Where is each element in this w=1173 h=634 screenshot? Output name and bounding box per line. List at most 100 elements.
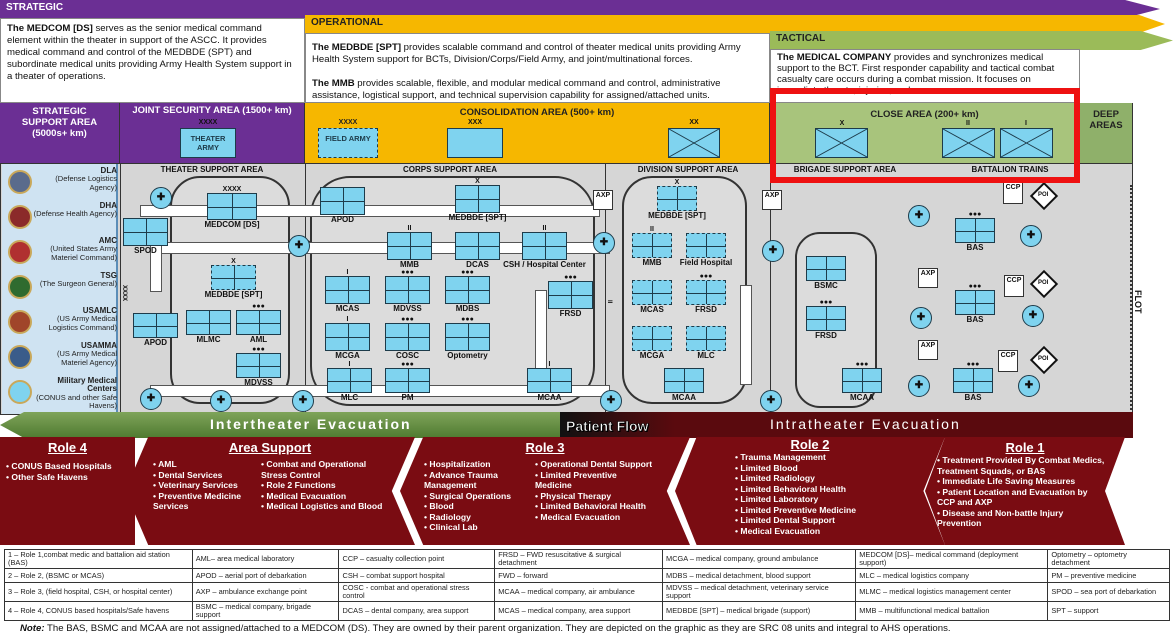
agency-description: (CONUS and other Safe Havens) bbox=[36, 392, 117, 411]
role-item: Trauma Management bbox=[735, 452, 945, 463]
legend-cell: CCP – casualty collection point bbox=[338, 549, 496, 569]
boundary-line bbox=[120, 163, 121, 415]
ambulance-icon: ✚ bbox=[600, 390, 622, 412]
legend-cell: SPOD – sea port of debarkation bbox=[1047, 582, 1170, 602]
unit-echelon: ●●● bbox=[699, 273, 713, 280]
unit-label: Optometry bbox=[447, 351, 488, 360]
role-item: Medical Logistics and Blood bbox=[261, 501, 386, 512]
unit-symbol bbox=[632, 326, 672, 351]
ambulance-icon: ✚ bbox=[908, 375, 930, 397]
role-item: Advance Trauma Management bbox=[424, 470, 529, 491]
operational-text2: provides scalable, flexible, and modular… bbox=[312, 78, 721, 101]
brigade-echelon: X bbox=[839, 120, 845, 127]
role-item: Radiology bbox=[424, 512, 529, 523]
role-item: Limited Behavioral Health bbox=[735, 484, 945, 495]
poi-label: POI bbox=[1038, 356, 1049, 362]
unit-symbol bbox=[186, 310, 231, 335]
legend-row: 4 – Role 4, CONUS based hospitals/Safe h… bbox=[4, 601, 1170, 621]
ambulance-icon: ✚ bbox=[593, 232, 615, 254]
unit-echelon: ●●● bbox=[819, 299, 833, 306]
unit-label: CSH / Hospital Center bbox=[503, 260, 586, 269]
boundary-ii-label: II bbox=[606, 300, 612, 304]
legend-cell: 4 – Role 4, CONUS based hospitals/Safe h… bbox=[4, 601, 193, 621]
agency-entry: AMC(United States Army Materiel Command) bbox=[33, 236, 117, 262]
role-item: Role 2 Functions bbox=[261, 480, 386, 491]
role-item: AML bbox=[153, 459, 253, 470]
unit-label: DCAS bbox=[466, 260, 489, 269]
division-echelon: XX bbox=[689, 119, 699, 126]
unit-echelon: ●●● bbox=[968, 283, 982, 290]
agency-emblem-icon bbox=[8, 240, 32, 264]
agency-name: DHA bbox=[99, 201, 117, 210]
legend-cell: MDBS – medical detachment, blood support bbox=[662, 568, 857, 583]
unit-echelon: X bbox=[674, 179, 680, 186]
boundary-line bbox=[605, 163, 606, 415]
legend-cell: AXP – ambulance exchange point bbox=[191, 582, 340, 602]
role-item: Disease and Non-battle Injury Prevention bbox=[937, 508, 1107, 529]
agency-description: (US Army Medical Logistics Command) bbox=[48, 314, 117, 332]
unit-symbol bbox=[686, 233, 726, 258]
role-item: Preventive Medicine Services bbox=[153, 491, 253, 512]
role-item: Other Safe Havens bbox=[6, 472, 129, 483]
agency-name: USAMLC bbox=[82, 306, 117, 315]
legend-cell: 3 – Role 3, (field hospital, CSH, or hos… bbox=[4, 582, 193, 602]
intertheater-evacuation-label: Intertheater Evacuation bbox=[210, 416, 412, 432]
agency-name: AMC bbox=[98, 236, 117, 245]
legend-cell: AML– area medical laboratory bbox=[191, 549, 340, 569]
unit-label: MLC bbox=[340, 393, 359, 402]
operational-bold2: The MMB bbox=[312, 78, 355, 89]
agency-description: (United States Army Materiel Command) bbox=[50, 244, 117, 262]
legend-cell: MMB – multifunctional medical battalion bbox=[855, 601, 1049, 621]
unit-echelon: ●●● bbox=[401, 269, 414, 276]
boundary-line bbox=[305, 163, 306, 415]
unit-echelon: ●●● bbox=[461, 316, 474, 323]
unit-echelon: ●●● bbox=[968, 211, 982, 218]
agency-emblem-icon bbox=[8, 345, 32, 369]
unit-symbol bbox=[522, 232, 567, 260]
unit-symbol bbox=[632, 233, 672, 258]
note-label: Note: bbox=[20, 623, 45, 634]
unit-symbol bbox=[548, 281, 593, 309]
corps-support-area-label: CORPS SUPPORT AREA bbox=[403, 165, 497, 174]
strategic-text: serves as the senior medical command ele… bbox=[7, 23, 292, 82]
unit-symbol bbox=[657, 186, 697, 211]
battalion-echelon: II bbox=[966, 120, 970, 127]
unit-symbol bbox=[236, 353, 281, 378]
deep-label: DEEP AREAS bbox=[1089, 109, 1123, 131]
agency-emblem-icon bbox=[8, 275, 32, 299]
legend-cell: MDVSS – medical detachment, veterinary s… bbox=[662, 582, 857, 602]
role-item: Physical Therapy bbox=[535, 491, 655, 502]
unit-label: SPOD bbox=[134, 246, 157, 255]
legend-cell: MEDBDE [SPT] – medical brigade (support) bbox=[662, 601, 857, 621]
unit-label: BSMC bbox=[814, 281, 838, 290]
axp-marker: AXP bbox=[918, 268, 938, 288]
strategic-title: STRATEGIC bbox=[6, 2, 64, 13]
abbreviation-legend: 1 – Role 1,combat medic and battalion ai… bbox=[4, 549, 1170, 621]
flot-label: FLOT bbox=[1133, 290, 1143, 314]
unit-label: MCAA bbox=[850, 393, 874, 402]
tactical-bold: The MEDICAL COMPANY bbox=[777, 52, 892, 63]
role-2-panel: Role 2 Trauma ManagementLimited BloodLim… bbox=[675, 437, 945, 545]
role-item: Hospitalization bbox=[424, 459, 529, 470]
ambulance-icon: ✚ bbox=[910, 307, 932, 329]
legend-cell: Optometry – optometry detachment bbox=[1047, 549, 1170, 569]
role-3-panel: Role 3 HospitalizationAdvance Trauma Man… bbox=[400, 437, 690, 545]
unit-symbol bbox=[325, 276, 370, 304]
role-item: Limited Preventive Medicine bbox=[735, 505, 945, 516]
unit-symbol bbox=[320, 187, 365, 215]
role-item: Operational Dental Support bbox=[535, 459, 655, 470]
unit-echelon: I bbox=[548, 361, 551, 368]
unit-echelon: I bbox=[346, 269, 349, 276]
operational-description: The MEDBDE [SPT] provides scalable comma… bbox=[305, 33, 770, 103]
role-item: Limited Radiology bbox=[735, 473, 945, 484]
role-item: Clinical Lab bbox=[424, 522, 529, 533]
unit-label: MDBS bbox=[455, 304, 480, 313]
role-item: Treatment Provided By Combat Medics, Tre… bbox=[937, 455, 1107, 476]
unit-symbol bbox=[123, 218, 168, 246]
unit-echelon: X bbox=[475, 178, 480, 185]
agency-emblem-icon bbox=[8, 170, 32, 194]
agency-emblem-icon bbox=[8, 310, 32, 334]
agency-description: (Defense Health Agency) bbox=[33, 209, 117, 219]
strategic-support-label: STRATEGIC SUPPORT AREA (5000s+ km) bbox=[21, 106, 98, 139]
unit-label: MLC bbox=[697, 351, 715, 360]
